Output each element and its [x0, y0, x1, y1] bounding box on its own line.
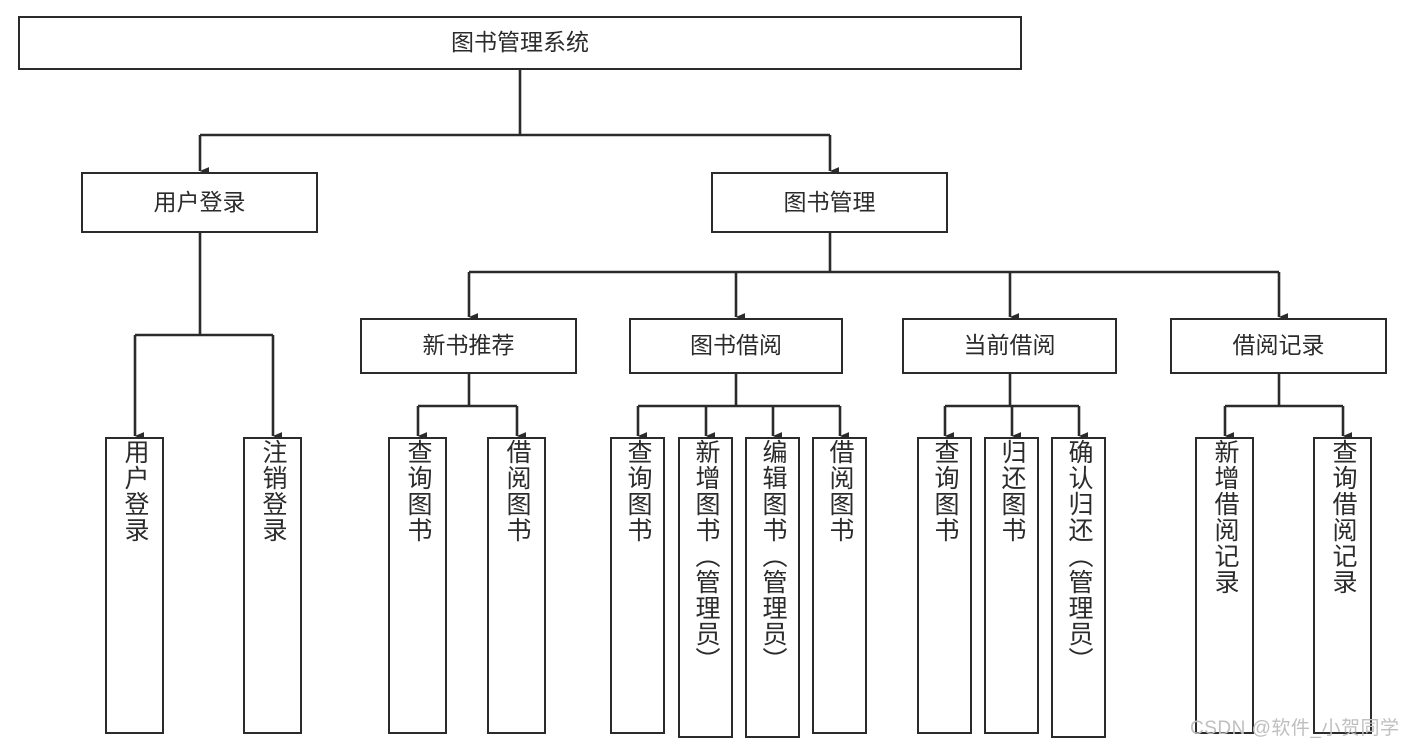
node-label-leaf-query-book-current: 查询图书 [931, 439, 959, 543]
node-leaf-borrow-book-recommend[interactable]: 借阅图书 [487, 437, 546, 734]
node-label-leaf-query-book-borrow: 查询图书 [624, 439, 652, 543]
node-label-book-manage: 图书管理 [783, 188, 876, 215]
node-leaf-query-book-borrow[interactable]: 查询图书 [610, 437, 665, 734]
node-user-login[interactable]: 用户登录 [81, 172, 318, 233]
node-label-leaf-query-record: 查询借阅记录 [1329, 439, 1357, 595]
node-label-leaf-borrow-book-recommend: 借阅图书 [503, 439, 531, 543]
node-borrow-record[interactable]: 借阅记录 [1170, 318, 1387, 374]
node-label-new-book-recommend: 新书推荐 [422, 332, 515, 359]
node-new-book-recommend[interactable]: 新书推荐 [360, 318, 577, 374]
node-root[interactable]: 图书管理系统 [18, 16, 1022, 70]
node-book-borrow[interactable]: 图书借阅 [629, 318, 843, 374]
node-label-leaf-edit-book: 编辑图书（管理员） [759, 439, 787, 673]
node-leaf-query-book-recommend[interactable]: 查询图书 [388, 437, 447, 734]
node-label-book-borrow: 图书借阅 [690, 332, 782, 359]
node-leaf-add-book[interactable]: 新增图书（管理员） [678, 437, 733, 738]
node-label-leaf-return-book: 归还图书 [998, 439, 1026, 543]
node-label-user-login: 用户登录 [153, 188, 246, 215]
node-leaf-query-book-current[interactable]: 查询图书 [917, 437, 972, 734]
node-label-leaf-user-login: 用户登录 [121, 439, 149, 543]
csdn-watermark: CSDN @软件_小贺同学 [1190, 718, 1400, 739]
node-current-borrow[interactable]: 当前借阅 [902, 318, 1117, 374]
node-label-leaf-logout: 注销登录 [259, 439, 287, 543]
node-leaf-edit-book[interactable]: 编辑图书（管理员） [745, 437, 800, 738]
node-leaf-confirm-return[interactable]: 确认归还（管理员） [1051, 437, 1106, 738]
node-leaf-return-book[interactable]: 归还图书 [984, 437, 1039, 734]
node-label-leaf-add-book: 新增图书（管理员） [692, 439, 720, 673]
node-label-leaf-borrow-book: 借阅图书 [826, 439, 854, 543]
node-label-leaf-confirm-return: 确认归还（管理员） [1065, 439, 1093, 673]
node-label-leaf-query-book-recommend: 查询图书 [404, 439, 432, 543]
node-leaf-logout[interactable]: 注销登录 [243, 437, 302, 734]
node-leaf-add-record[interactable]: 新增借阅记录 [1195, 437, 1254, 734]
node-leaf-query-record[interactable]: 查询借阅记录 [1313, 437, 1372, 734]
node-label-root: 图书管理系统 [451, 29, 589, 56]
node-leaf-borrow-book[interactable]: 借阅图书 [812, 437, 867, 734]
node-book-manage[interactable]: 图书管理 [711, 172, 948, 233]
node-label-leaf-add-record: 新增借阅记录 [1211, 439, 1239, 595]
connector-group [133, 70, 1352, 440]
node-leaf-user-login[interactable]: 用户登录 [105, 437, 164, 734]
node-label-current-borrow: 当前借阅 [963, 332, 1056, 359]
node-label-borrow-record: 借阅记录 [1232, 332, 1325, 359]
